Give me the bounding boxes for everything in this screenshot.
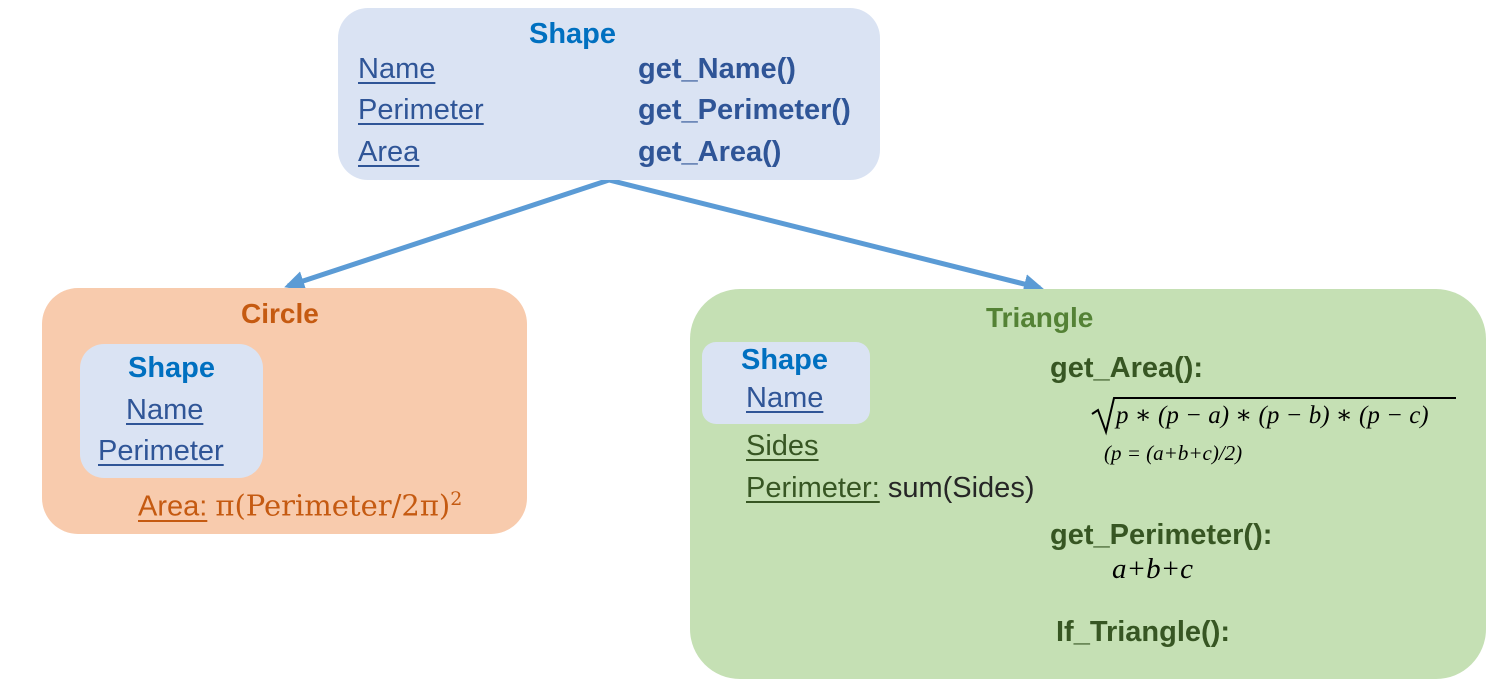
- shape-field-perimeter: Perimeter: [358, 94, 484, 126]
- triangle-method-if-triangle: If_Triangle():: [1056, 616, 1231, 648]
- circle-inherited-shape-box: [80, 344, 263, 478]
- circle-inner-field-name: Name: [126, 394, 204, 426]
- triangle-perimeter-value: sum(Sides): [887, 472, 1035, 504]
- shape-title: Shape: [529, 18, 617, 50]
- triangle-area-note: (p = (a+b+c)/2): [1104, 441, 1243, 465]
- shape-method-get-area: get_Area(): [638, 136, 782, 168]
- sqrt-sign: [1091, 397, 1456, 436]
- circle-area-row: Area: π(Perimeter/2π)2: [138, 488, 463, 523]
- triangle-perimeter-formula: a+b+c: [1112, 553, 1194, 585]
- triangle-field-perimeter: Perimeter:: [746, 472, 880, 504]
- triangle-method-get-area: get_Area():: [1050, 352, 1204, 384]
- circle-inner-field-perimeter: Perimeter: [98, 435, 224, 467]
- arrow-to-circle: [284, 177, 610, 291]
- triangle-perimeter-row: Perimeter: sum(Sides): [746, 472, 1034, 505]
- circle-area-label: Area:: [138, 490, 208, 523]
- triangle-inner-title: Shape: [741, 344, 829, 376]
- circle-title: Circle: [241, 298, 319, 329]
- triangle-title: Triangle: [986, 302, 1094, 333]
- triangle-method-get-perimeter: get_Perimeter():: [1050, 519, 1273, 551]
- circle-area-formula: π(Perimeter/2π): [215, 488, 451, 523]
- triangle-area-formula: p ∗ (p − a) ∗ (p − b) ∗ (p − c): [1116, 402, 1429, 429]
- shape-class-box: [338, 8, 880, 180]
- shape-method-get-perimeter: get_Perimeter(): [638, 94, 851, 126]
- triangle-inner-field-name: Name: [746, 382, 824, 414]
- shape-field-name: Name: [358, 53, 436, 85]
- shape-method-get-name: get_Name(): [638, 53, 796, 85]
- triangle-field-sides: Sides: [746, 430, 819, 462]
- shape-field-area: Area: [358, 136, 420, 168]
- arrow-to-triangle: [608, 177, 1044, 294]
- circle-inner-title: Shape: [128, 352, 216, 384]
- triangle-inherited-shape-box: [702, 342, 870, 424]
